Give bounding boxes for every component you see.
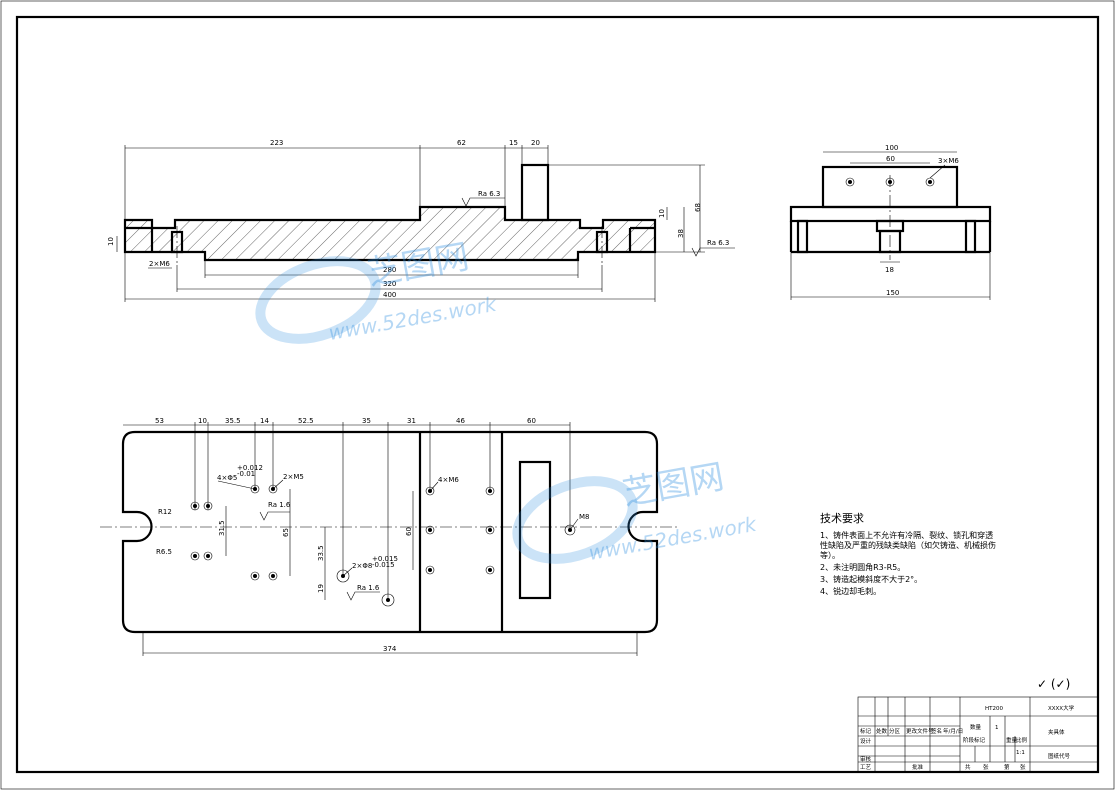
tb-weight-label: 重量 (1006, 736, 1018, 744)
dim-19: 19 (317, 584, 325, 593)
slot (518, 460, 552, 600)
dim-400: 400 (383, 291, 396, 299)
tb-change-doc: 更改文件号 (906, 727, 934, 735)
dim-280: 280 (383, 266, 396, 274)
label-R6-5: R6.5 (156, 548, 172, 556)
dim-62: 62 (457, 139, 466, 147)
dim-35-5: 35.5 (225, 417, 241, 425)
tb-date: 年/月/日 (943, 727, 963, 735)
roughness-right: Ra 6.3 (707, 239, 729, 247)
dim-223: 223 (270, 139, 283, 147)
dim-60-top: 60 (527, 417, 536, 425)
tb-organization: XXXX大学 (1048, 704, 1075, 712)
label-4xphi5-tol2: -0.01 (237, 470, 255, 478)
dim-65: 65 (282, 528, 290, 537)
watermark-brand-2: 芝图网 (620, 457, 727, 514)
tb-stage-label: 阶段标记 (963, 736, 986, 744)
technical-notes: 技术要求 1、铸件表面上不允许有冷隔、裂纹、锁孔和穿透 性缺陷及严重的残缺类缺陷… (820, 512, 996, 596)
label-2xM5: 2×M5 (283, 473, 304, 481)
dim-33-5: 33.5 (317, 545, 325, 561)
dim-100: 100 (885, 144, 898, 152)
drawing-frame (15, 15, 1100, 774)
thread-3xM6: 3×M6 (938, 157, 959, 165)
tb-design: 设计 (860, 737, 872, 745)
label-M8: M8 (579, 513, 590, 521)
label-2xphi8-tol2: -0.015 (372, 561, 395, 569)
general-roughness: ✓ (✓) (1037, 677, 1070, 691)
tb-check: 审核 (860, 755, 872, 763)
thread-2xM6: 2×M6 (149, 260, 170, 268)
dim-68: 68 (694, 203, 702, 212)
label-ra16-upper: Ra 1.6 (268, 501, 291, 509)
dim-10-right: 10 (658, 209, 666, 218)
dim-31-5: 31.5 (218, 520, 226, 536)
watermark-2: 芝图网 www.52des.work (512, 457, 760, 565)
holes (190, 484, 576, 607)
label-2xphi8: 2×Φ8 (352, 562, 372, 570)
dim-10-left: 10 (107, 237, 115, 246)
tb-sheets-total: 共 (965, 763, 971, 771)
dim-374: 374 (383, 645, 397, 653)
tb-qty: 1 (995, 725, 999, 731)
front-view: 223 62 15 20 68 38 10 10 280 320 (107, 139, 735, 302)
tb-qty-label: 数量 (970, 723, 982, 731)
top-outline (121, 430, 659, 634)
dim-60-vertical: 60 (405, 527, 413, 536)
tb-sign: 签名 (931, 727, 942, 735)
note-line-2: 性缺陷及严重的残缺类缺陷（如欠铸造、机械损伤 (820, 540, 996, 550)
label-ra16-lower: Ra 1.6 (357, 584, 380, 592)
label-2xphi8-tol: +0.015 (372, 555, 398, 563)
dim-52-5: 52.5 (298, 417, 314, 425)
note-line-5: 3、铸造起模斜度不大于2°。 (820, 574, 922, 584)
tb-count: 处数 (876, 727, 888, 735)
tb-process: 工艺 (860, 764, 872, 771)
label-R12: R12 (158, 508, 172, 516)
dim-14: 14 (260, 417, 269, 425)
note-line-1: 1、铸件表面上不允许有冷隔、裂纹、锁孔和穿透 (820, 530, 993, 540)
label-4xphi5-tol: +0.012 (237, 464, 263, 472)
tb-sheet-no2: 张 (1020, 763, 1026, 771)
dim-320: 320 (383, 280, 396, 288)
tb-approve: 批准 (912, 763, 924, 771)
note-line-3: 等）。 (820, 550, 840, 560)
locating-pin (520, 163, 550, 222)
dim-46: 46 (456, 417, 465, 425)
tb-drawing-no: 图纸代号 (1048, 752, 1071, 760)
front-outline (123, 205, 657, 262)
label-4xphi5: 4×Φ5 (217, 474, 237, 482)
tb-ratio: 1:1 (1016, 750, 1025, 756)
dim-150: 150 (886, 289, 899, 297)
dim-20: 20 (531, 139, 540, 147)
side-view: 100 60 3×M6 18 150 (789, 144, 992, 300)
tb-part-name: 夹具体 (1048, 728, 1065, 736)
roughness-top: Ra 6.3 (478, 190, 500, 198)
dim-35: 35 (362, 417, 371, 425)
top-view: 53 10 35.5 14 52.5 35 31 46 60 374 31.5 … (100, 417, 680, 656)
watermark-url-2: www.52des.work (587, 512, 760, 565)
tb-sheet-no: 第 (1004, 763, 1010, 771)
tb-sheet: 张 (983, 763, 989, 771)
dim-53: 53 (155, 417, 164, 425)
note-line-4: 2、未注明圆角R3-R5。 (820, 562, 905, 572)
tb-ratio-label: 比例 (1016, 736, 1028, 744)
tb-zone: 分区 (889, 727, 901, 735)
dim-38: 38 (677, 229, 685, 238)
tb-material: HT200 (985, 706, 1003, 712)
title-block: HT200 XXXX大学 夹具体 图纸代号 数量 1 重量 比例 1:1 阶段标… (857, 696, 1099, 773)
label-4xM6: 4×M6 (438, 476, 459, 484)
note-line-6: 4、锐边却毛刺。 (820, 586, 881, 596)
dim-15: 15 (509, 139, 518, 147)
dim-10-top: 10 (198, 417, 207, 425)
side-holes (845, 177, 935, 187)
tb-mark: 标记 (860, 727, 872, 735)
dim-60-side: 60 (886, 155, 895, 163)
dim-31: 31 (407, 417, 416, 425)
notes-title: 技术要求 (820, 512, 864, 525)
dim-18: 18 (885, 266, 894, 274)
watermark-url-1: www.52des.work (327, 292, 500, 345)
